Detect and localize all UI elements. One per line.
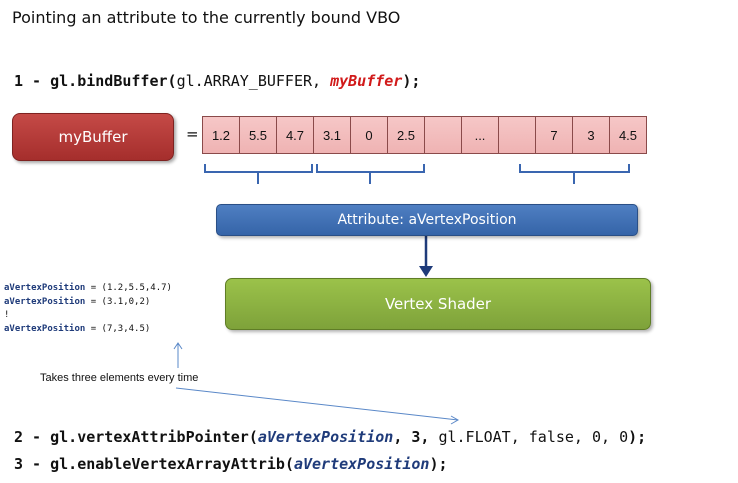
assignment-value: = (7,3,4.5): [85, 324, 151, 334]
buffer-cell: [498, 116, 536, 154]
buffer-cell: 7: [535, 116, 573, 154]
group-brace-1: [204, 164, 313, 184]
close-paren: );: [402, 72, 421, 90]
argument-size: , 3,: [393, 428, 439, 446]
mybuffer-box: myBuffer: [12, 113, 174, 161]
assignment-line: aVertexPosition = (3.1,0,2): [4, 297, 150, 307]
attribute-box: Attribute: aVertexPosition: [216, 204, 638, 236]
group-brace-2: [316, 164, 425, 184]
assignment-line: aVertexPosition = (7,3,4.5): [4, 324, 150, 334]
buffer-cell: 5.5: [239, 116, 277, 154]
annotation-diagonal-arrowhead: [450, 415, 460, 425]
argument-rest: gl.FLOAT, false, 0, 0: [438, 428, 629, 446]
assignment-line: aVertexPosition = (1.2,5.5,4.7): [4, 283, 172, 293]
assignment-value: !: [4, 310, 10, 320]
vertex-shader-box: Vertex Shader: [225, 278, 651, 330]
buffer-cell: 3.1: [313, 116, 351, 154]
assignment-value: = (1.2,5.5,4.7): [85, 283, 172, 293]
annotation-text: Takes three elements every time: [40, 372, 199, 384]
code-line-enable-vertex-attrib: 3 - gl.enableVertexArrayAttrib(aVertexPo…: [14, 455, 448, 473]
step-number: 3 -: [14, 455, 51, 473]
code-line-vertex-attrib-pointer: 2 - gl.vertexAttribPointer(aVertexPositi…: [14, 428, 646, 446]
code-line-bind-buffer: 1 - gl.bindBuffer(gl.ARRAY_BUFFER, myBuf…: [14, 72, 420, 90]
open-paren: (: [284, 455, 294, 473]
buffer-cell: 4.5: [609, 116, 647, 154]
close-paren: );: [628, 428, 647, 446]
argument-attribute: aVertexPosition: [257, 428, 394, 446]
assignment-line: !: [4, 310, 9, 320]
assignment-name: aVertexPosition: [4, 324, 86, 334]
annotation-diagonal-arrow: [175, 387, 459, 421]
open-paren: (: [248, 428, 258, 446]
buffer-cells: 1.2 5.5 4.7 3.1 0 2.5 ... 7 3 4.5: [202, 116, 647, 154]
buffer-cell: 2.5: [387, 116, 425, 154]
step-number: 2 -: [14, 428, 51, 446]
group-brace-3: [519, 164, 630, 184]
argument-attribute: aVertexPosition: [293, 455, 430, 473]
buffer-cell: 0: [350, 116, 388, 154]
function-name: gl.bindBuffer: [50, 72, 168, 90]
close-paren: );: [429, 455, 448, 473]
assignment-value: = (3.1,0,2): [85, 297, 151, 307]
equals-sign: =: [186, 125, 199, 143]
annotation-up-arrowhead: [173, 342, 183, 350]
argument-target: gl.ARRAY_BUFFER,: [176, 72, 331, 90]
assignment-name: aVertexPosition: [4, 283, 86, 293]
buffer-cell: 3: [572, 116, 610, 154]
function-name: gl.vertexAttribPointer: [50, 428, 249, 446]
assignment-name: aVertexPosition: [4, 297, 86, 307]
function-name: gl.enableVertexArrayAttrib: [50, 455, 285, 473]
diagram-title: Pointing an attribute to the currently b…: [12, 8, 401, 27]
attribute-to-shader-arrowhead: [419, 266, 433, 277]
argument-buffer: myBuffer: [330, 72, 403, 90]
open-paren: (: [167, 72, 177, 90]
step-number: 1 -: [14, 72, 51, 90]
